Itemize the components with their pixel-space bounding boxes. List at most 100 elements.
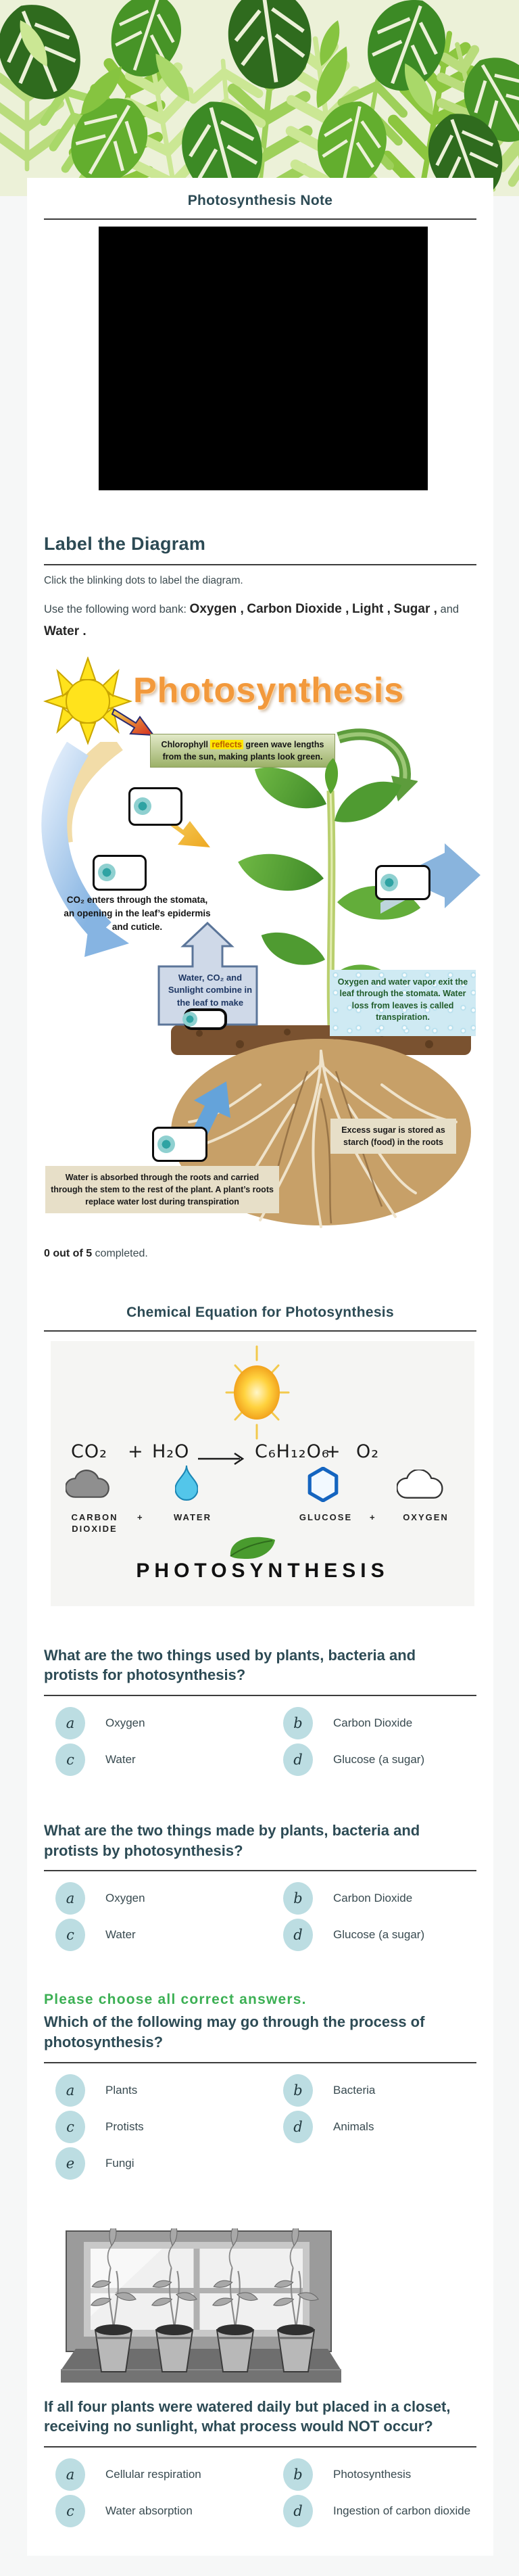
plant-illustration-icon xyxy=(233,756,423,1026)
divider xyxy=(44,1330,476,1332)
divider xyxy=(44,564,476,565)
question-text: If all four plants were watered daily bu… xyxy=(44,2397,451,2435)
label-box-carbon-dioxide[interactable] xyxy=(93,854,147,891)
water-droplet-icon xyxy=(175,1465,198,1501)
blinking-dot-icon[interactable] xyxy=(98,864,116,881)
question-2: What are the two things made by plants, … xyxy=(44,1821,476,1952)
word-bank-prefix: Use the following word bank: xyxy=(44,603,187,615)
blinking-dot-icon[interactable] xyxy=(157,1135,175,1153)
option-a[interactable]: a Plants xyxy=(44,2074,272,2107)
option-label: Ingestion of carbon dioxide xyxy=(333,2504,471,2517)
label-carbon-dioxide: CARBON DIOXIDE xyxy=(71,1512,118,1535)
label-box-oxygen[interactable] xyxy=(375,864,430,900)
option-letter: a xyxy=(55,2074,85,2107)
option-label: Water xyxy=(105,1928,136,1942)
option-c[interactable]: c Protists xyxy=(44,2110,272,2143)
oxygen-exit-note: Oxygen and water vapor exit the leaf thr… xyxy=(330,970,476,1036)
option-letter: e xyxy=(55,2147,85,2180)
option-d[interactable]: d Ingestion of carbon dioxide xyxy=(272,2495,476,2527)
label-diagram-heading: Label the Diagram xyxy=(44,534,206,554)
question-text: What are the two things made by plants, … xyxy=(44,1821,420,1859)
glucose-hexagon-icon xyxy=(307,1466,339,1502)
yellow-arrow-icon xyxy=(156,809,210,847)
label-glucose: GLUCOSE xyxy=(299,1512,353,1522)
chlorophyll-note-text: green wave lengths from the sun, making … xyxy=(162,739,324,762)
blinking-dot-icon[interactable] xyxy=(134,797,151,815)
word-bank-and: and xyxy=(440,603,460,615)
label-box-sugar[interactable] xyxy=(182,1008,227,1030)
option-label: Carbon Dioxide xyxy=(333,1716,413,1729)
question-4: If all four plants were watered daily bu… xyxy=(44,2397,476,2527)
reaction-arrow-icon xyxy=(198,1452,245,1465)
option-letter: d xyxy=(283,1919,313,1952)
question-3: Which of the following may go through th… xyxy=(44,2012,476,2180)
divider xyxy=(44,2446,476,2448)
option-letter: d xyxy=(283,2495,313,2527)
option-label: Animals xyxy=(333,2120,374,2133)
combine-note: Water, CO₂ and Sunlight combine in the l… xyxy=(168,972,253,1008)
completion-status: 0 out of 5 completed. xyxy=(44,1248,476,1260)
formula-co2: CO₂ xyxy=(71,1441,107,1462)
option-label: Glucose (a sugar) xyxy=(333,1928,425,1942)
word-bank-item: Carbon Dioxide , xyxy=(247,602,349,616)
option-label: Protists xyxy=(105,2120,144,2133)
plants-window-figure xyxy=(61,2222,341,2386)
option-label: Fungi xyxy=(105,2156,134,2170)
option-e[interactable]: e Fungi xyxy=(44,2147,272,2180)
divider xyxy=(44,2061,476,2063)
sugar-note: Excess sugar is stored as starch (food) … xyxy=(330,1118,456,1154)
label-plus: + xyxy=(137,1512,144,1522)
option-letter: a xyxy=(55,1882,85,1915)
formula-plus: + xyxy=(128,1441,144,1462)
option-label: Bacteria xyxy=(333,2083,376,2097)
option-letter: c xyxy=(55,1919,85,1952)
label-box-water[interactable] xyxy=(152,1126,207,1162)
word-bank-item: Water . xyxy=(44,624,86,639)
formula-h2o: H₂O xyxy=(152,1441,190,1462)
worksheet-card: Photosynthesis Note Label the Diagram Cl… xyxy=(27,178,493,2556)
option-letter: a xyxy=(55,1706,85,1739)
question-text: Which of the following may go through th… xyxy=(44,2013,425,2051)
option-label: Cellular respiration xyxy=(105,2468,201,2481)
equation-heading: Chemical Equation for Photosynthesis xyxy=(126,1304,394,1320)
label-box-light[interactable] xyxy=(128,787,182,826)
oxygen-exit-text: Oxygen and water vapor exit the leaf thr… xyxy=(337,977,468,1023)
option-label: Glucose (a sugar) xyxy=(333,1752,425,1766)
option-label: Plants xyxy=(105,2083,138,2097)
chlorophyll-note: Chlorophyll reflects green wave lengths … xyxy=(150,733,335,768)
option-letter: b xyxy=(283,2458,313,2491)
blinking-dot-icon[interactable] xyxy=(380,873,398,891)
video-player[interactable] xyxy=(99,227,428,490)
option-letter: a xyxy=(55,2458,85,2491)
divider xyxy=(44,1694,476,1696)
gray-cloud-icon xyxy=(66,1469,109,1498)
option-letter: c xyxy=(55,2110,85,2143)
white-cloud-icon xyxy=(397,1469,443,1499)
blinking-dot-icon[interactable] xyxy=(182,1011,197,1027)
green-curved-arrow-icon xyxy=(337,728,418,801)
photosynthesis-diagram: Photosynthesis Chlorophyll reflects gree… xyxy=(41,656,480,1245)
option-d[interactable]: d Glucose (a sugar) xyxy=(272,1919,476,1952)
option-a[interactable]: a Cellular respiration xyxy=(44,2458,272,2491)
label-water: WATER xyxy=(174,1512,212,1522)
sun-icon xyxy=(225,1345,290,1439)
word-bank: Use the following word bank: Oxygen , Ca… xyxy=(44,598,476,643)
diagram-title: Photosynthesis xyxy=(133,670,405,710)
formula-glucose: C₆H₁₂O₆ xyxy=(255,1441,330,1462)
word-bank-item: Sugar , xyxy=(393,602,437,616)
diagram-instruction: Click the blinking dots to label the dia… xyxy=(44,575,243,586)
option-c[interactable]: c Water xyxy=(44,1919,272,1952)
